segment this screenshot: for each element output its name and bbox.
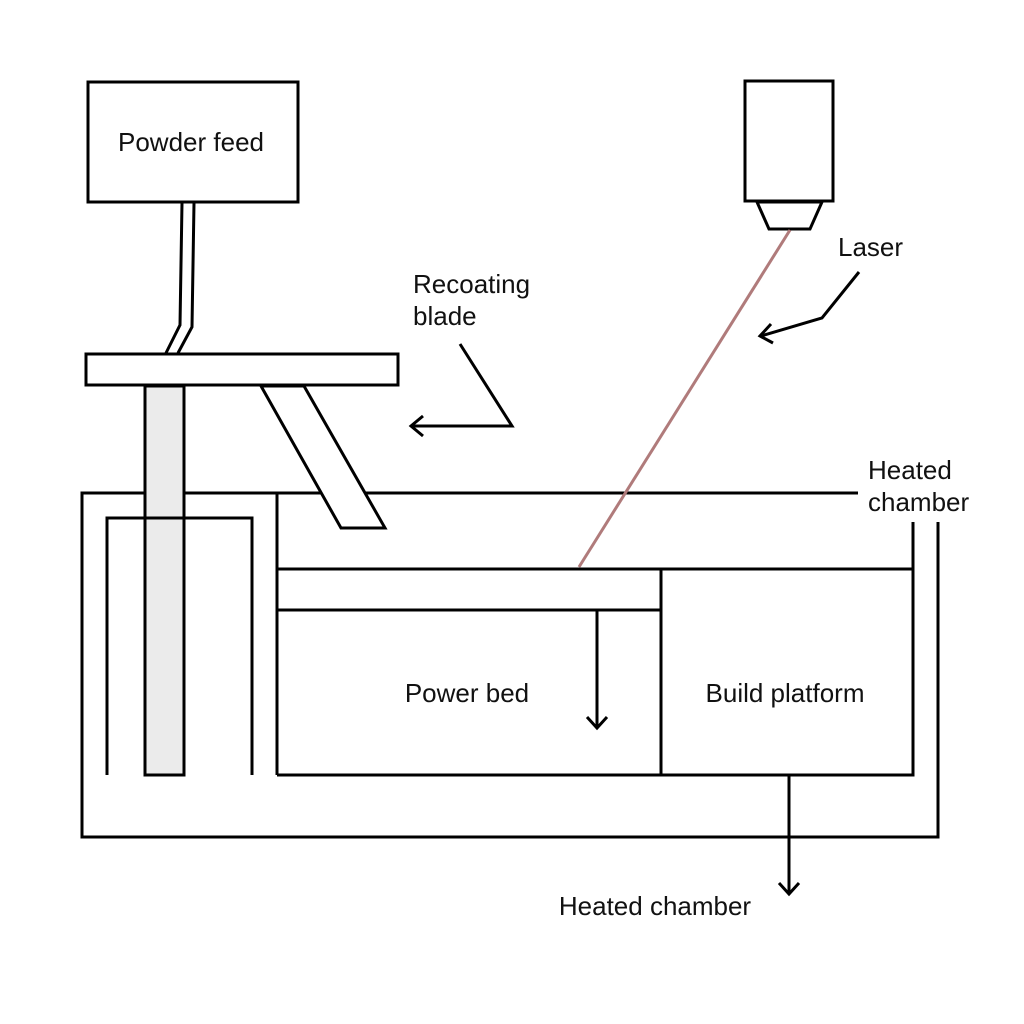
laser-beam <box>577 229 792 568</box>
heated-chamber-label-line1: Heated <box>868 455 952 485</box>
powder-feed-box <box>86 80 300 204</box>
feed-tube-right <box>176 202 196 354</box>
recoating-blade-label-line1: Recoating <box>413 269 530 299</box>
laser-pointer-line <box>760 271 861 338</box>
power-bed-label: Power bed <box>405 678 529 708</box>
heated-chamber-bottom-label: Heated chamber <box>559 891 752 921</box>
laser-nozzle <box>754 200 825 231</box>
laser-head <box>743 79 835 203</box>
recoating-pointer-head <box>408 414 424 438</box>
heated-chamber-outer <box>80 491 940 839</box>
build-chamber-wall <box>277 522 915 777</box>
powder-reservoir <box>105 516 254 775</box>
recoating-pointer-line <box>411 343 515 428</box>
laser-label: Laser <box>838 232 903 262</box>
piston-rod <box>143 384 186 777</box>
powder-feed-label: Powder feed <box>118 127 264 157</box>
power-bed-arrow-head <box>585 715 609 731</box>
heated-chamber-label-line2: chamber <box>868 487 969 517</box>
feed-tube-left <box>164 202 184 354</box>
recoating-blade-label-line2: blade <box>413 301 477 331</box>
recoating-arm <box>84 352 400 387</box>
recoating-blade <box>258 384 388 530</box>
bottom-arrow-head <box>777 881 801 897</box>
build-platform-label: Build platform <box>706 678 865 708</box>
laser-pointer-head <box>757 322 774 345</box>
